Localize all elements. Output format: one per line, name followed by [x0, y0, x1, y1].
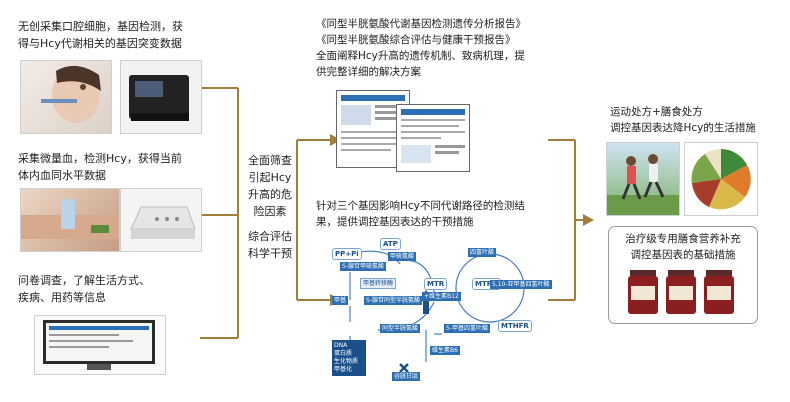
hcy-analyzer-photo: [120, 188, 202, 252]
s-adomet-node: S-腺苷甲硫氨酸: [340, 262, 386, 271]
met-node: 甲硫氨酸: [388, 252, 417, 261]
supplement-bottles-photo: [622, 264, 742, 316]
methyltransferase-node: 甲基转移酶: [360, 278, 397, 289]
report-document-2: [396, 104, 470, 172]
supplement-text: 治疗级专用膳食营养补充调控基因表的基础措施: [625, 233, 741, 261]
screening-label: 全面筛查引起Hcy 升高的危险因素: [248, 154, 292, 218]
intervention-text: 针对三个基因影响Hcy不同代谢路径的检测结果，提供调控基因表达的干预措施: [316, 200, 525, 228]
glutathione-node: 谷胱甘肽: [392, 372, 421, 381]
left-text-1: 无创采集口腔细胞，基因检测，获得与Hcy代谢相关的基因突变数据: [18, 20, 183, 50]
lifestyle-text: 运动处方+膳食处方调控基因表达降Hcy的生活措施: [610, 106, 756, 134]
mthfr-label: MTHFR: [498, 320, 532, 332]
vitamin-b12-node: +维生素B12: [422, 292, 461, 301]
left-text-3: 问卷调查，了解生活方式、疾病、用药等信息: [18, 274, 150, 304]
sequencer-device-photo: [120, 60, 202, 134]
thf-node: 四氢叶酸: [468, 248, 497, 257]
mtr-label: MTR: [424, 278, 448, 290]
methyl-thf-node: 5-甲基四氢叶酸: [444, 324, 490, 333]
reports-text: 《同型半胱氨酸代谢基因检测遗传分析报告》《同型半胱氨酸综合评估与健康干预报告》 …: [316, 18, 526, 78]
left-text-2: 采集微量血，检测Hcy，获得当前体内血同水平数据: [18, 152, 182, 182]
methyl-node: 甲基: [332, 296, 349, 305]
vitamin-b6-node: 维生素B6: [430, 346, 460, 355]
s-adohcy-node: S-腺苷同型半胱氨酸: [364, 296, 422, 305]
ppi-node: PP+Pi: [332, 248, 362, 260]
methylene-thf-node: 5,10-亚甲基四氢叶酸: [490, 280, 552, 289]
questionnaire-monitor-photo: [34, 315, 166, 375]
mouth-swab-photo: [20, 60, 112, 134]
blood-sample-photo: [20, 188, 120, 252]
healthy-food-photo: [684, 142, 758, 216]
homocysteine-node: 同型半胱氨酸: [380, 324, 421, 333]
assessment-label: 综合评估科学干预: [248, 230, 292, 260]
running-exercise-photo: [606, 142, 680, 216]
metabolic-pathway-diagram: ATP PP+Pi 甲硫氨酸 S-腺苷甲硫氨酸 甲基转移酶 甲基 S-腺苷同型半…: [330, 236, 552, 384]
atp-node: ATP: [380, 238, 401, 250]
